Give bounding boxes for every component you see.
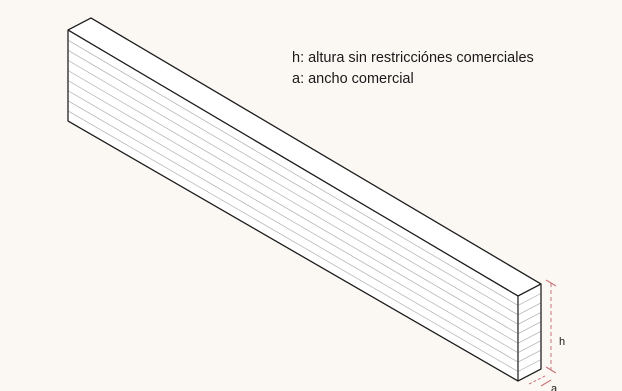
lamination-line-end	[517, 311, 542, 325]
width-dimension-label: a	[551, 383, 558, 391]
lamination-line-end	[517, 293, 542, 306]
lamination-line-end	[517, 349, 542, 363]
lamination-line	[67, 80, 519, 344]
lamination-line	[67, 39, 519, 306]
lamination-line-end	[517, 340, 542, 354]
lamination-lines-front	[67, 39, 519, 372]
legend-height-definition: h: altura sin restricciónes comerciales	[292, 50, 534, 66]
height-dimension: h	[545, 279, 565, 374]
lamination-line-end	[517, 321, 542, 335]
height-dimension-label: h	[559, 336, 565, 348]
legend-width-definition: a: ancho comercial	[292, 71, 414, 87]
legend: h: altura sin restricciónes comerciales …	[292, 48, 534, 90]
width-dimension: a	[528, 374, 558, 391]
lamination-line-end	[517, 359, 542, 372]
lamination-line-end	[517, 302, 542, 316]
beam-end-face	[517, 283, 542, 382]
lamination-line	[67, 49, 519, 316]
lamination-line	[67, 90, 519, 354]
beam-edge-top-front	[67, 29, 519, 297]
lamination-line	[67, 100, 519, 363]
lamination-line-end	[517, 330, 542, 344]
lamination-line	[67, 59, 519, 325]
beam-edge-top-end	[517, 283, 542, 297]
lamination-line	[67, 110, 519, 372]
lamination-line	[67, 70, 519, 335]
lamination-lines-end	[517, 293, 542, 372]
